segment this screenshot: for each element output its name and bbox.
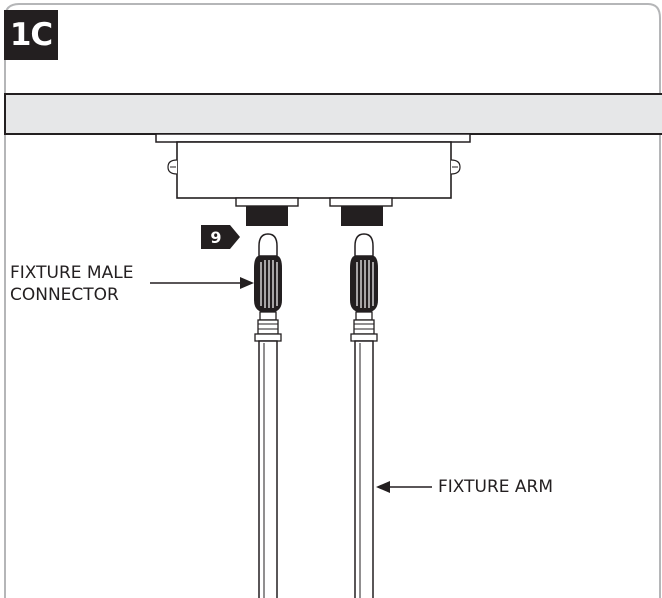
junction-box bbox=[176, 141, 452, 199]
male-connector-right bbox=[350, 233, 378, 342]
side-screw-right bbox=[450, 159, 461, 175]
fixture-arm-right bbox=[354, 340, 374, 598]
callout-fixture-male-connector: FIXTURE MALE CONNECTOR bbox=[10, 262, 133, 306]
female-socket-left bbox=[235, 197, 299, 226]
mounting-plate bbox=[155, 133, 471, 143]
step-badge-arrow bbox=[201, 225, 240, 249]
leader-male-connector bbox=[150, 277, 254, 289]
callout-male-line2: CONNECTOR bbox=[10, 285, 119, 305]
ceiling-slab bbox=[4, 93, 662, 135]
fixture-arm-left bbox=[258, 340, 278, 598]
male-connector-left bbox=[254, 233, 282, 342]
step-badge-number: 9 bbox=[210, 227, 222, 247]
callout-male-line1: FIXTURE MALE bbox=[10, 263, 134, 283]
side-screw-left bbox=[167, 159, 178, 175]
leader-fixture-arm bbox=[376, 481, 432, 493]
callout-fixture-arm: FIXTURE ARM bbox=[438, 477, 554, 497]
step-label: 1C bbox=[4, 10, 58, 60]
female-socket-right bbox=[329, 197, 393, 226]
